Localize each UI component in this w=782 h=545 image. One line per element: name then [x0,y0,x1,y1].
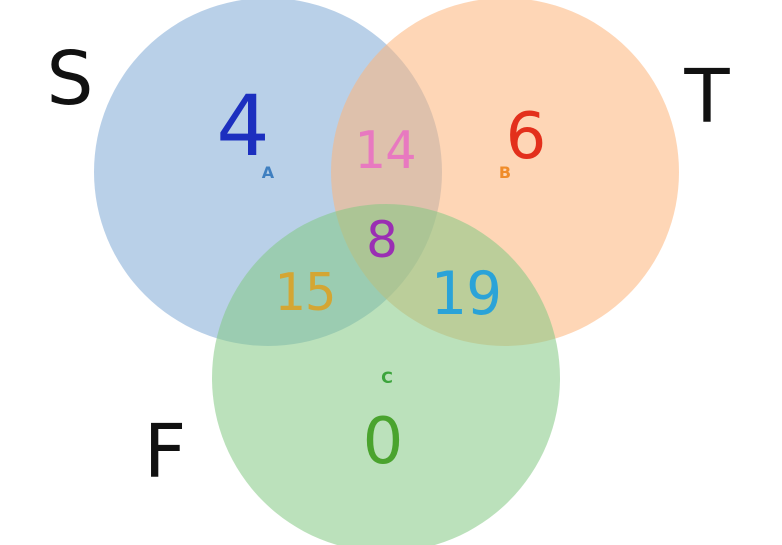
region-counts: 4 6 0 14 15 19 8 [216,77,546,479]
venn-circles [94,0,679,545]
set-name-f: F [144,409,187,495]
set-letters: A B C [262,163,511,387]
set-name-t: T [683,54,730,140]
set-letter-c: C [381,368,393,387]
count-a-b-c: 8 [366,211,398,269]
count-c-only: 0 [363,405,404,479]
count-a-c: 15 [274,263,337,323]
set-letter-a: A [262,163,275,182]
count-b-c: 19 [430,259,502,329]
count-a-b: 14 [354,121,417,181]
set-letter-b: B [499,163,511,182]
count-a-only: 4 [216,77,269,175]
set-name-s: S [47,36,94,122]
circle-c [212,204,560,545]
set-names: S T F [47,36,731,495]
count-b-only: 6 [506,100,547,174]
